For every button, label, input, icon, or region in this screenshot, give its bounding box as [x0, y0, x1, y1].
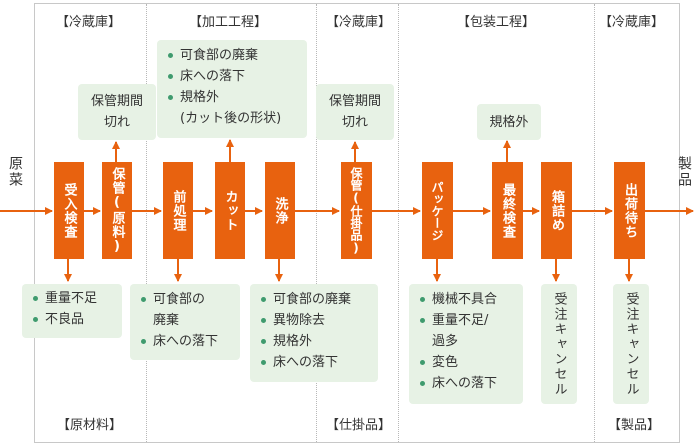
- loss-item: 可食部の廃棄: [167, 45, 307, 66]
- loss-box-boxing-cancel: 受注キャンセル: [541, 284, 577, 404]
- loss-box-preprocessing: 可食部の 廃棄 床への落下: [130, 284, 240, 360]
- step-receiving-inspection: 受入検査: [54, 162, 84, 259]
- diagram-frame: [34, 3, 680, 443]
- loss-item: 床への落下: [419, 373, 523, 394]
- zone-divider: [594, 4, 595, 442]
- loss-item: 規格外: [167, 87, 307, 108]
- loss-box-final-out-of-spec: 規格外: [477, 104, 541, 140]
- loss-box-wip-expired: 保管期間 切れ: [316, 84, 394, 140]
- zone-label-processing: 【加工工程】: [189, 15, 268, 30]
- loss-box-raw-expired: 保管期間 切れ: [78, 84, 156, 140]
- loss-item: 床への落下: [167, 66, 307, 87]
- input-label: 原菜: [7, 156, 23, 188]
- loss-box-washing: 可食部の廃棄 異物除去 規格外 床への落下: [250, 284, 378, 382]
- loss-box-packaging: 機械不具合 重量不足/ 過多 変色 床への落下: [409, 284, 523, 404]
- loss-item: 規格外: [260, 331, 378, 352]
- zone-divider: [146, 4, 147, 442]
- loss-item: 重量不足/: [419, 310, 523, 331]
- loss-item: 廃棄: [153, 313, 180, 328]
- loss-item: 過多: [432, 334, 459, 349]
- output-label: 製品: [676, 156, 692, 188]
- loss-item: 不良品: [32, 309, 122, 330]
- loss-line: 保管期間: [328, 94, 381, 109]
- loss-item: 重量不足: [32, 288, 122, 309]
- loss-item: 床への落下: [140, 331, 240, 352]
- step-storage-wip: 保管(仕掛品): [341, 162, 372, 259]
- loss-line: 保管期間: [90, 94, 143, 109]
- loss-line: 切れ: [341, 115, 368, 130]
- step-washing: 洗浄: [265, 162, 295, 259]
- zone-divider: [398, 4, 399, 442]
- loss-item: (カット後の形状): [180, 111, 282, 126]
- loss-line: 切れ: [103, 115, 130, 130]
- loss-line: 規格外: [489, 114, 529, 130]
- zone-label-packaging: 【包装工程】: [457, 15, 536, 30]
- loss-item: 機械不具合: [419, 289, 523, 310]
- loss-item: 可食部の廃棄: [260, 289, 378, 310]
- loss-box-cutting: 可食部の廃棄 床への落下 規格外 (カット後の形状): [157, 40, 307, 138]
- loss-item: 変色: [419, 352, 523, 373]
- step-storage-raw: 保管(原料): [102, 162, 132, 259]
- step-cutting: カット: [215, 162, 245, 259]
- step-preprocessing: 前処理: [163, 162, 193, 259]
- step-shipping-wait: 出荷待ち: [614, 162, 645, 259]
- loss-item: 異物除去: [260, 310, 378, 331]
- step-boxing: 箱詰め: [541, 162, 572, 259]
- bottom-label-product: 【製品】: [608, 418, 661, 433]
- loss-box-receiving: 重量不足 不良品: [22, 284, 122, 338]
- loss-box-shipping-cancel: 受注キャンセル: [613, 284, 649, 404]
- zone-divider: [316, 4, 317, 442]
- loss-item: 床への落下: [260, 352, 378, 373]
- loss-line: 受注キャンセル: [551, 291, 567, 397]
- bottom-label-wip: 【仕掛品】: [326, 418, 392, 433]
- step-packaging: パッケージ: [422, 162, 453, 259]
- zone-label-cold-storage: 【冷蔵庫】: [599, 15, 665, 30]
- loss-line: 受注キャンセル: [623, 291, 639, 397]
- loss-item: 可食部の: [140, 289, 240, 310]
- zone-label-cold-storage: 【冷蔵庫】: [56, 15, 122, 30]
- step-final-inspection: 最終検査: [492, 162, 523, 259]
- zone-label-cold-storage: 【冷蔵庫】: [326, 15, 392, 30]
- bottom-label-raw-material: 【原材料】: [57, 418, 123, 433]
